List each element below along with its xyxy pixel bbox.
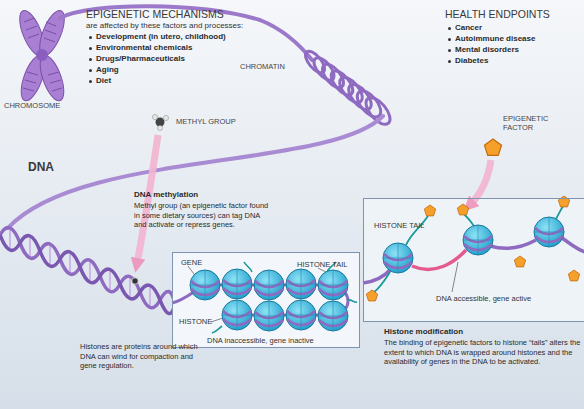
- bullet-dot: [89, 69, 92, 72]
- nucleosome: [534, 217, 564, 247]
- note-text: Histones are proteins around which DNA c…: [80, 342, 200, 371]
- nucleosome: [254, 270, 284, 300]
- bullet-dot: [448, 49, 451, 52]
- coil-loop: [362, 94, 395, 129]
- bullet-dot: [448, 38, 451, 41]
- nucleosome: [318, 270, 348, 300]
- histone-tails: [374, 206, 563, 292]
- endpoint-item: Autoimmune disease: [455, 34, 535, 44]
- section-subheading: are affected by these factors and proces…: [86, 21, 243, 31]
- nucleosome: [463, 225, 493, 255]
- endpoint-item: Diabetes: [455, 56, 488, 66]
- factor-item: Development (in utero, childhood): [96, 32, 226, 42]
- leader-line: [211, 318, 223, 322]
- free-factor: [514, 256, 525, 267]
- hydrogen-atom: [157, 125, 162, 130]
- active-gene-segment: [412, 250, 466, 269]
- note-heading: DNA methylation: [134, 190, 198, 200]
- helix-strand: [0, 235, 175, 314]
- bullet-dot: [89, 80, 92, 83]
- hydrogen-atom: [163, 115, 168, 120]
- note-heading: Histone modification: [384, 327, 463, 337]
- bullet-dot: [89, 47, 92, 50]
- bullet-dot: [89, 36, 92, 39]
- bullet-dot: [448, 27, 451, 30]
- inset-panel: HISTONE TAIL DNA accessible, gene active: [363, 198, 584, 322]
- nucleosome: [254, 301, 284, 331]
- nucleosome: [222, 300, 252, 330]
- bound-factor: [424, 205, 435, 216]
- note-text: Methyl group (an epigenetic factor found…: [134, 201, 269, 230]
- nucleosome: [286, 269, 316, 299]
- leader-line: [452, 262, 458, 292]
- part-label: CHROMOSOME: [4, 101, 60, 110]
- factor-item: Diet: [96, 76, 111, 86]
- part-label: CHROMATIN: [240, 62, 285, 71]
- factor-item: Drugs/Pharmaceuticals: [96, 54, 185, 64]
- factor-item: Environmental chemicals: [96, 43, 192, 53]
- inset-fill: [172, 252, 360, 348]
- coil-loop: [327, 67, 356, 98]
- coil-loop: [310, 54, 337, 83]
- endpoint-item: Mental disorders: [455, 45, 519, 55]
- bound-factor: [366, 290, 377, 301]
- nucleosome: [222, 269, 252, 299]
- nucleosome: [383, 243, 413, 273]
- bullet-dot: [448, 60, 451, 63]
- nucleosome: [286, 300, 316, 330]
- open-dna: [363, 270, 390, 283]
- chromosome-bands: [23, 18, 62, 91]
- section-heading: HEALTH ENDPOINTS: [445, 8, 550, 21]
- attached-methyl: [132, 278, 138, 284]
- helix-strand: [0, 228, 175, 308]
- epigenetic-factor-symbol: [484, 139, 501, 155]
- factor-item: Aging: [96, 65, 119, 75]
- endpoint-item: Cancer: [455, 23, 482, 33]
- compacted-nucleosomes: [190, 269, 348, 331]
- hydrogen-atom: [152, 114, 157, 119]
- chromatin-fiber: [60, 6, 312, 60]
- note-text: The binding of epigenetic factors to his…: [384, 338, 582, 367]
- inset-label: DNA accessible, gene active: [436, 294, 531, 303]
- inset-label: HISTONE: [179, 317, 212, 326]
- inset-label: DNA inaccessible, gene inactive: [207, 336, 314, 345]
- inset-label: GENE: [181, 258, 202, 267]
- dna-double-helix: [0, 228, 175, 314]
- centromere: [36, 49, 48, 61]
- bullet-dot: [89, 58, 92, 61]
- part-label: EPIGENETIC FACTOR: [503, 114, 561, 132]
- section-heading: EPIGENETIC MECHANISMS: [86, 8, 224, 21]
- inset-panel: GENE HISTONE TAIL HISTONE DNA inaccessible,…: [172, 252, 360, 348]
- part-label: METHYL GROUP: [176, 117, 236, 126]
- nucleosome: [318, 301, 348, 331]
- chromosome-symbol: [15, 7, 70, 103]
- nucleosome: [190, 270, 220, 300]
- inset-fill: [363, 198, 584, 322]
- pink-arrow: [137, 135, 158, 264]
- inset-label: HISTONE TAIL: [297, 260, 347, 269]
- bound-factor: [457, 204, 468, 215]
- free-factor: [568, 270, 579, 281]
- histone-tails: [212, 262, 357, 333]
- inset-label: HISTONE TAIL: [374, 221, 424, 230]
- methyl-group-symbol: [152, 114, 168, 130]
- part-label: DNA: [28, 160, 54, 174]
